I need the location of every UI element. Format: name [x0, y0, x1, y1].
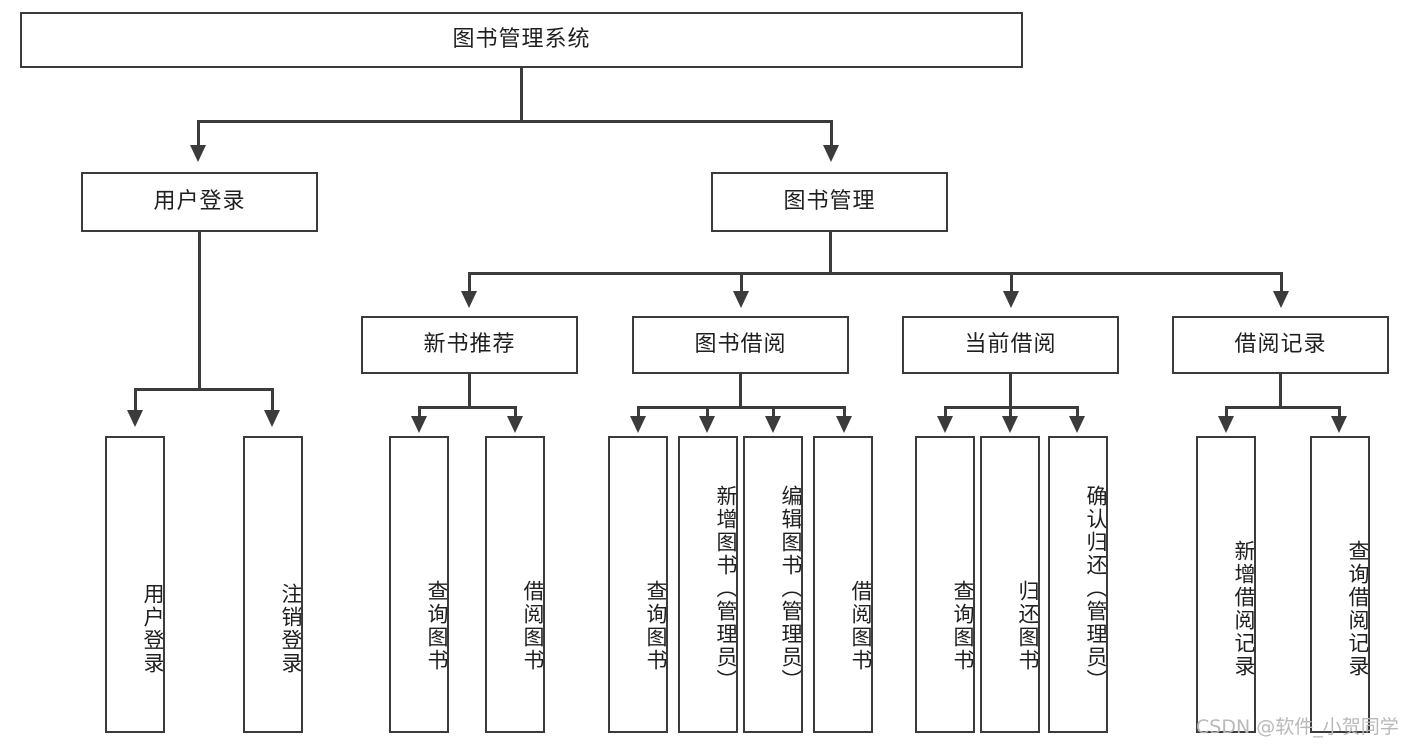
arrowhead-book-manage [823, 145, 839, 162]
connector-book-manage-drop-3 [1010, 272, 1013, 294]
arrowhead-leaf-borrow-book-1 [507, 416, 523, 433]
connector-book-manage-drop-1 [468, 272, 471, 294]
node-leaf-add-record[interactable]: 新增借阅记录 [1196, 436, 1256, 733]
node-leaf-query-book-1[interactable]: 查询图书 [389, 436, 449, 733]
node-leaf-return-book[interactable]: 归还图书 [980, 436, 1040, 733]
node-leaf-user-logout-label: 注销登录 [279, 582, 303, 675]
arrowhead-leaf-confirm-return [1069, 416, 1085, 433]
arrowhead-new-book-rec [461, 291, 477, 308]
node-current-borrow[interactable]: 当前借阅 [902, 316, 1119, 374]
arrowhead-leaf-borrow-book-2 [836, 416, 852, 433]
arrowhead-leaf-edit-book [765, 416, 781, 433]
connector-book-borrow-bus [637, 406, 846, 409]
node-book-borrow-label: 图书借阅 [694, 332, 787, 357]
node-leaf-borrow-book-1-label: 借阅图书 [521, 579, 545, 672]
arrowhead-leaf-query-book-1 [411, 416, 427, 433]
connector-book-manage-bus [468, 272, 1280, 275]
connector-root-drop-book-manage [830, 120, 833, 148]
node-leaf-return-book-label: 归还图书 [1016, 579, 1040, 672]
connector-root-bus [197, 120, 832, 123]
node-book-manage[interactable]: 图书管理 [711, 172, 948, 232]
node-leaf-user-login[interactable]: 用户登录 [105, 436, 165, 733]
node-current-borrow-label: 当前借阅 [964, 332, 1057, 357]
node-leaf-query-book-1-label: 查询图书 [425, 579, 449, 672]
csdn-watermark: CSDN @软件_小贺同学 [1196, 716, 1399, 738]
arrowhead-leaf-user-logout [264, 410, 280, 427]
arrowhead-leaf-query-book-2 [630, 416, 646, 433]
node-leaf-user-logout[interactable]: 注销登录 [243, 436, 303, 733]
connector-current-borrow-drop-3 [1076, 406, 1079, 420]
arrowhead-book-borrow [733, 291, 749, 308]
connector-user-login-drop-2 [271, 388, 274, 412]
node-book-manage-label: 图书管理 [783, 189, 876, 214]
connector-borrow-record-bus [1225, 406, 1340, 409]
node-borrow-record[interactable]: 借阅记录 [1172, 316, 1389, 374]
node-new-book-rec-label: 新书推荐 [423, 332, 516, 357]
connector-book-manage-stem [829, 232, 832, 274]
node-root-label: 图书管理系统 [452, 27, 591, 52]
arrowhead-leaf-query-record [1331, 416, 1347, 433]
node-root[interactable]: 图书管理系统 [20, 12, 1023, 68]
connector-borrow-record-drop-2 [1338, 406, 1341, 420]
node-leaf-edit-book[interactable]: 编辑图书（管理员） [743, 436, 803, 733]
connector-new-book-rec-bus [418, 406, 516, 409]
connector-borrow-record-stem [1279, 374, 1282, 408]
node-leaf-user-login-label: 用户登录 [141, 582, 165, 675]
connector-new-book-rec-stem [468, 374, 471, 408]
node-book-borrow[interactable]: 图书借阅 [632, 316, 849, 374]
connector-book-manage-drop-4 [1280, 272, 1283, 294]
arrowhead-leaf-user-login [127, 410, 143, 427]
connector-current-borrow-drop-2 [1009, 406, 1012, 420]
node-leaf-borrow-book-2[interactable]: 借阅图书 [813, 436, 873, 733]
connector-book-borrow-drop-4 [843, 406, 846, 420]
arrowhead-leaf-return-book [1002, 416, 1018, 433]
connector-root-stem [520, 68, 523, 122]
connector-current-borrow-stem [1009, 374, 1012, 408]
connector-book-borrow-stem [739, 374, 742, 408]
node-leaf-query-book-2[interactable]: 查询图书 [608, 436, 668, 733]
node-leaf-confirm-return-label: 确认归还（管理员） [1084, 485, 1108, 692]
node-leaf-query-record[interactable]: 查询借阅记录 [1310, 436, 1370, 733]
connector-root-drop-user-login [197, 120, 200, 148]
node-user-login-label: 用户登录 [153, 189, 246, 214]
node-leaf-borrow-book-1[interactable]: 借阅图书 [485, 436, 545, 733]
connector-user-login-bus [134, 388, 273, 391]
arrowhead-leaf-query-book-3 [937, 416, 953, 433]
node-leaf-add-book-label: 新增图书（管理员） [714, 485, 738, 692]
connector-book-borrow-drop-2 [706, 406, 709, 420]
arrowhead-user-login [190, 145, 206, 162]
connector-new-book-rec-drop-1 [418, 406, 421, 420]
connector-book-borrow-drop-1 [637, 406, 640, 420]
arrowhead-leaf-add-record [1218, 416, 1234, 433]
node-leaf-add-record-label: 新增借阅记录 [1232, 539, 1256, 678]
node-leaf-query-book-3-label: 查询图书 [951, 579, 975, 672]
node-leaf-query-record-label: 查询借阅记录 [1346, 539, 1370, 678]
node-leaf-confirm-return[interactable]: 确认归还（管理员） [1048, 436, 1108, 733]
connector-borrow-record-drop-1 [1225, 406, 1228, 420]
connector-user-login-drop-1 [134, 388, 137, 412]
node-user-login[interactable]: 用户登录 [81, 172, 318, 232]
connector-new-book-rec-drop-2 [514, 406, 517, 420]
node-leaf-query-book-2-label: 查询图书 [644, 579, 668, 672]
arrowhead-current-borrow [1003, 291, 1019, 308]
arrowhead-leaf-add-book [699, 416, 715, 433]
node-borrow-record-label: 借阅记录 [1234, 332, 1327, 357]
node-leaf-query-book-3[interactable]: 查询图书 [915, 436, 975, 733]
connector-book-borrow-drop-3 [772, 406, 775, 420]
arrowhead-borrow-record [1273, 291, 1289, 308]
connector-user-login-stem [198, 232, 201, 390]
connector-current-borrow-drop-1 [944, 406, 947, 420]
node-new-book-rec[interactable]: 新书推荐 [361, 316, 578, 374]
node-leaf-add-book[interactable]: 新增图书（管理员） [678, 436, 738, 733]
connector-book-manage-drop-2 [740, 272, 743, 294]
node-leaf-borrow-book-2-label: 借阅图书 [849, 579, 873, 672]
node-leaf-edit-book-label: 编辑图书（管理员） [779, 485, 803, 692]
